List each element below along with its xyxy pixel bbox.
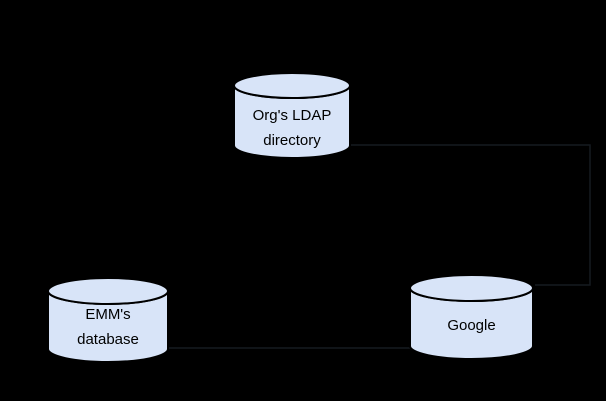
emm-cylinder-top <box>47 277 169 305</box>
ldap-label: Org's LDAP directory <box>234 103 350 153</box>
emm-cylinder <box>47 277 169 363</box>
ldap-cylinder <box>233 72 351 159</box>
ldap-label-line2: directory <box>263 132 321 149</box>
emm-label: EMM's database <box>48 302 168 352</box>
ldap-label-line1: Org's LDAP <box>252 107 332 124</box>
google-label-line1: Google <box>447 317 496 334</box>
google-label: Google <box>410 313 533 338</box>
ldap-cylinder-top <box>233 72 351 99</box>
google-cylinder <box>409 274 534 360</box>
google-cylinder-top <box>409 274 534 302</box>
emm-label-line1: EMM's <box>85 306 131 323</box>
emm-label-line2: database <box>77 331 139 348</box>
connector-ldap-to-google <box>351 144 591 286</box>
